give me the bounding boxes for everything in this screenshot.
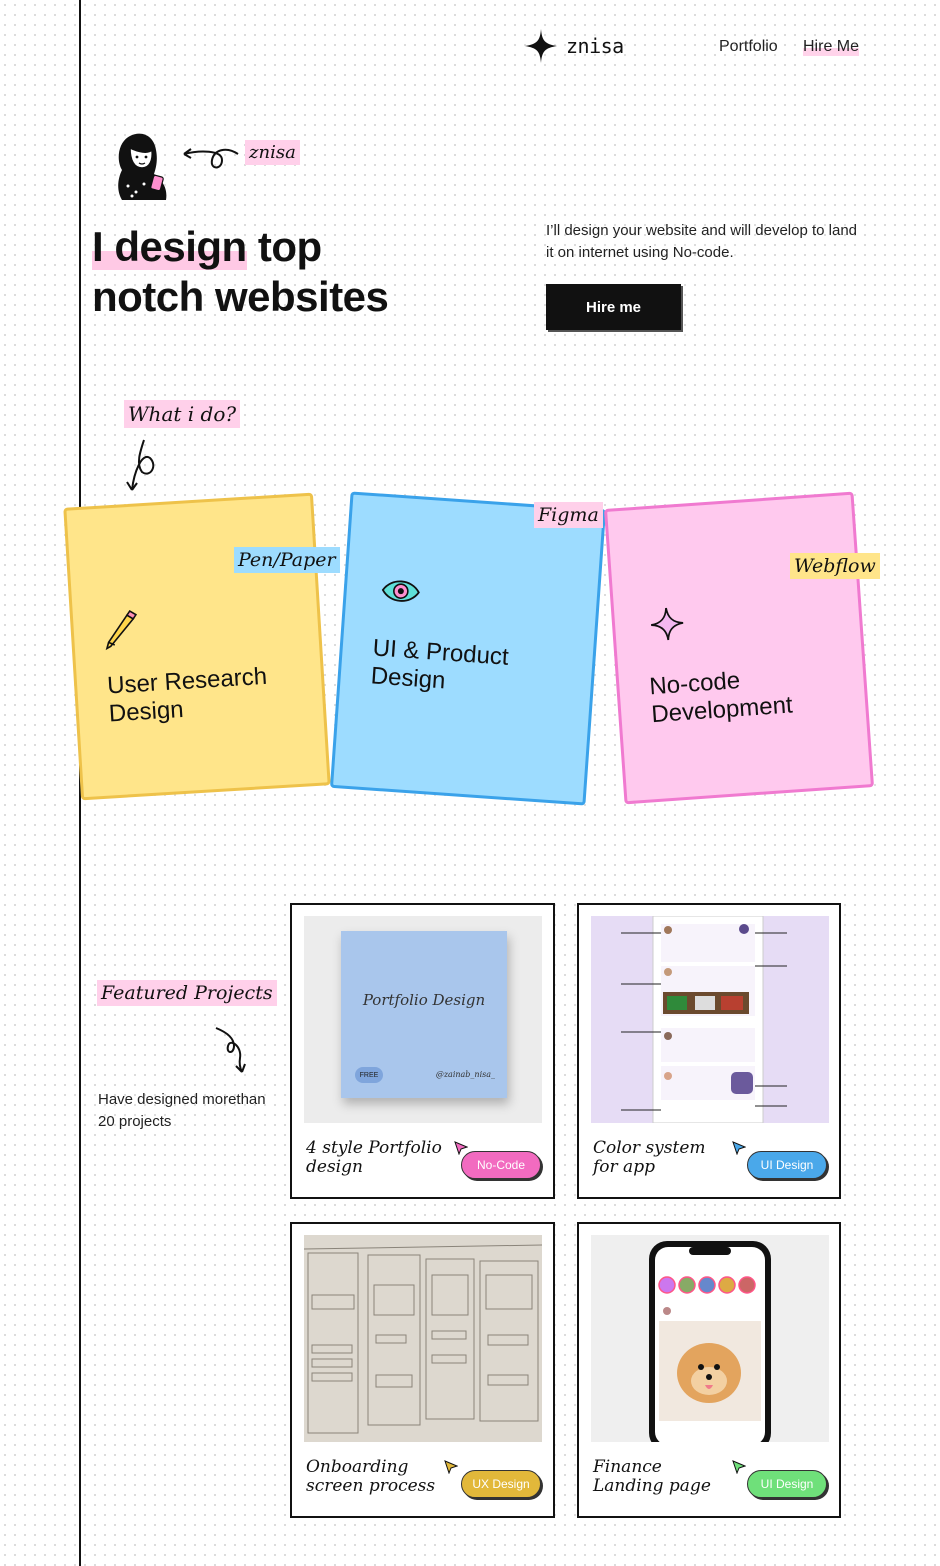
badge-ui-design[interactable]: UI Design: [747, 1151, 827, 1179]
project-title: Finance Landing page: [593, 1457, 711, 1496]
project-title: Color system for app: [593, 1138, 706, 1177]
featured-projects-heading: Featured Projects: [97, 980, 277, 1006]
project-card-onboarding[interactable]: Onboarding screen process UX Design: [290, 1222, 555, 1518]
cursor-icon: [454, 1141, 468, 1155]
project-card-finance[interactable]: Finance Landing page UI Design: [577, 1222, 841, 1518]
hero-description: I’ll design your website and will develo…: [546, 222, 858, 261]
project-thumbnail: [304, 1235, 542, 1442]
cursor-icon: [732, 1141, 746, 1155]
project-card-color-system[interactable]: Color system for app UI Design: [577, 903, 841, 1199]
project-card-portfolio[interactable]: Portfolio Design FREE @zainab_nisa_ 4 st…: [290, 903, 555, 1199]
nav-hire-me[interactable]: Hire Me: [803, 38, 860, 56]
service-card-nocode[interactable]: No-code Development: [603, 491, 875, 805]
service-card-title: UI & Product Design: [369, 634, 510, 695]
tag-pen-paper: Pen/Paper: [234, 547, 340, 573]
badge-ux-design[interactable]: UX Design: [461, 1470, 541, 1498]
pencil-icon: [105, 609, 138, 651]
tag-figma: Figma: [534, 502, 603, 528]
service-card-title: User Research Design: [106, 662, 268, 728]
star-logo-icon: [525, 29, 557, 63]
project-thumbnail: [591, 916, 829, 1123]
curly-arrow-down-right-icon: [215, 1027, 246, 1073]
projects-subtext: Have designed morethan 20 projects: [98, 1091, 266, 1130]
cursor-icon: [732, 1460, 746, 1474]
logo-text: znisa: [566, 34, 624, 58]
eye-icon: [381, 580, 420, 602]
what-i-do-heading: What i do?: [124, 400, 241, 428]
project-title: 4 style Portfolio design: [306, 1138, 442, 1177]
sparkle-icon: [651, 607, 684, 641]
project-title: Onboarding screen process: [306, 1457, 436, 1496]
nav-portfolio[interactable]: Portfolio: [719, 38, 778, 55]
hero-title: I design top notch websites: [92, 223, 389, 320]
badge-no-code[interactable]: No-Code: [461, 1151, 541, 1179]
tag-webflow: Webflow: [790, 553, 880, 579]
badge-ui-design[interactable]: UI Design: [747, 1470, 827, 1498]
hire-me-button[interactable]: Hire me: [546, 284, 681, 330]
service-card-ui[interactable]: UI & Product Design: [329, 491, 607, 806]
service-card-title: No-code Development: [648, 667, 794, 729]
cursor-icon: [444, 1460, 458, 1474]
avatar-illustration: [108, 130, 174, 202]
name-tag: znisa: [245, 140, 300, 165]
project-thumbnail: [591, 1235, 829, 1442]
project-thumbnail: Portfolio Design FREE @zainab_nisa_: [304, 916, 542, 1123]
service-card-research[interactable]: User Research Design: [63, 492, 331, 801]
curly-arrow-left-icon: [183, 148, 239, 169]
curly-arrow-down-icon: [126, 439, 155, 491]
logo[interactable]: znisa: [524, 28, 624, 64]
